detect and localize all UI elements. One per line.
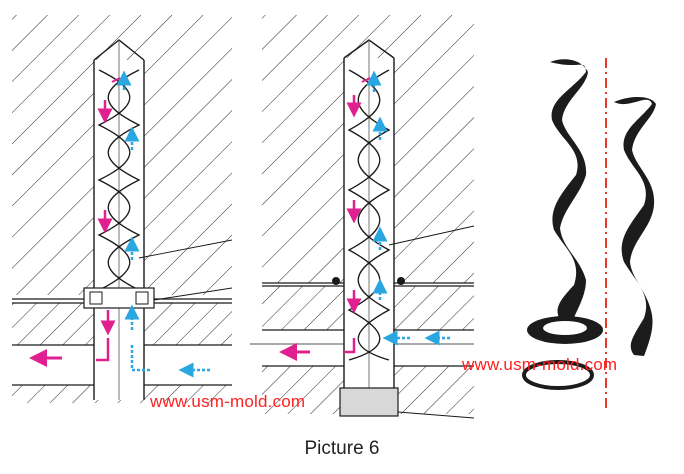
left-baffle-section — [12, 15, 233, 403]
middle-spiral — [347, 69, 381, 361]
baffle-photo — [522, 58, 656, 410]
baffle-right — [614, 97, 656, 356]
o-ring — [522, 360, 594, 390]
left-fitting — [83, 287, 155, 309]
watermark-right: www.usm-mold.com — [462, 355, 618, 374]
left-spiral — [97, 69, 131, 291]
middle-plug — [339, 387, 399, 417]
baffle-left — [550, 59, 588, 323]
watermark-left: www.usm-mold.com — [150, 392, 306, 411]
middle-baffle-section — [250, 15, 475, 419]
figure-caption: Picture 6 — [304, 438, 380, 459]
